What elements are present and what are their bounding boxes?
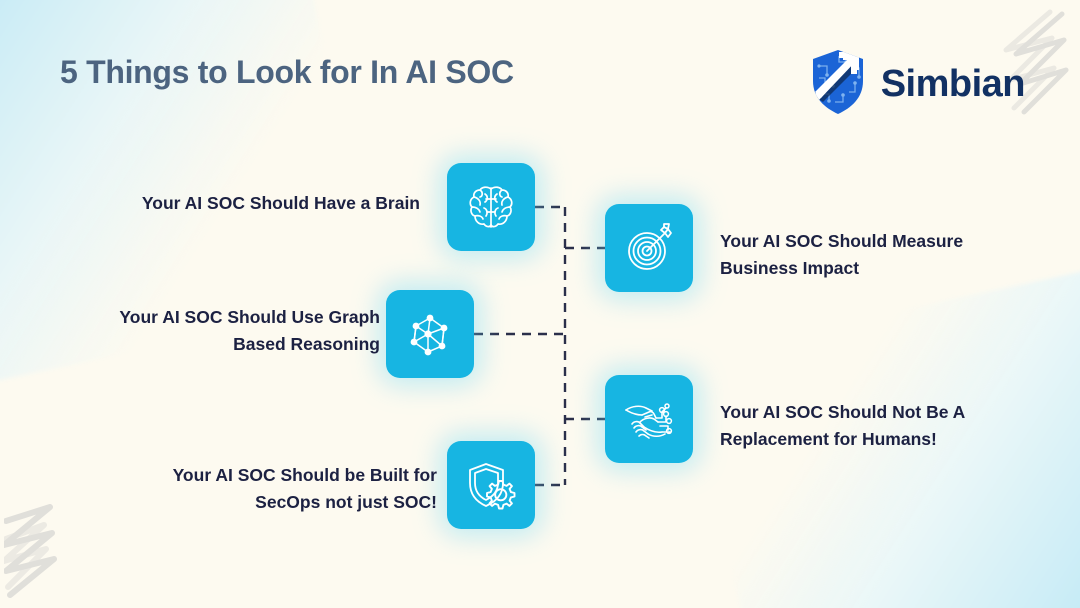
handshake-circuit-icon [622,392,676,446]
item-tile-brain[interactable] [447,163,535,251]
brand-name: Simbian [880,63,1026,105]
header: 5 Things to Look for In AI SOC [0,0,1080,140]
simbian-shield-arrow-logo-icon [809,48,867,121]
target-arrow-icon [623,222,675,274]
network-graph-icon [404,308,456,360]
item-label-brain: Your AI SOC Should Have a Brain [141,193,420,213]
item-tile-shield[interactable] [447,441,535,529]
item-tile-handshake[interactable] [605,375,693,463]
item-tile-graph[interactable] [386,290,474,378]
shield-gear-icon [465,459,517,511]
item-label-shield: Your AI SOC Should be Built for SecOps n… [172,465,437,513]
page-title: 5 Things to Look for In AI SOC [60,54,514,90]
item-tile-target[interactable] [605,204,693,292]
brand-lockup: Simbian [809,48,1026,121]
brain-icon [465,181,517,233]
zigzag-scribble-bottom-left-icon [1,491,104,606]
item-label-handshake: Your AI SOC Should Not Be A Replacement … [720,402,965,450]
item-label-graph: Your AI SOC Should Use Graph Based Reaso… [119,307,380,355]
item-label-target: Your AI SOC Should Measure Business Impa… [720,231,964,279]
